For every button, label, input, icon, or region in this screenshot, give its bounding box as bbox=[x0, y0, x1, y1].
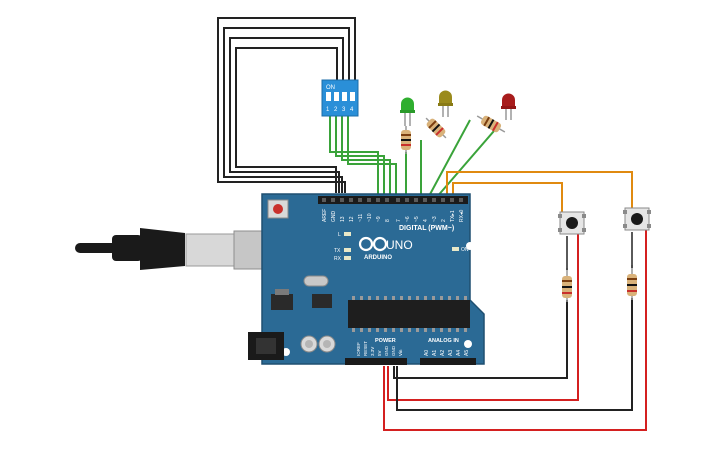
orange-wire-button-1 bbox=[452, 182, 563, 213]
pin-label-3v3: 3.3V bbox=[370, 347, 375, 356]
pin-label-13: 13 bbox=[340, 216, 346, 222]
dip-position-4: 4 bbox=[350, 107, 354, 113]
digital-header-label: DIGITAL (PWM~) bbox=[399, 225, 454, 232]
rx-led bbox=[344, 256, 351, 260]
usb-cable bbox=[75, 228, 291, 270]
pushbutton-2[interactable] bbox=[623, 207, 651, 231]
dip-toggle-1[interactable] bbox=[326, 92, 331, 101]
pin-label-6: ~6 bbox=[405, 216, 411, 222]
usb-chip bbox=[312, 294, 332, 308]
arduino-logo-icon bbox=[358, 236, 388, 252]
reset-button-cap[interactable] bbox=[273, 204, 283, 214]
dip-position-1: 1 bbox=[326, 107, 330, 113]
board-brand-label: ARDUINO bbox=[364, 255, 392, 261]
orange-wires bbox=[446, 171, 633, 213]
pin-label-a5: A5 bbox=[464, 350, 470, 356]
dip-switch[interactable]: ON 1 2 3 4 bbox=[321, 79, 359, 117]
dip-position-2: 2 bbox=[334, 107, 338, 113]
pin-label-gnd-2: GND bbox=[391, 345, 396, 356]
pin-label-4: 4 bbox=[423, 219, 429, 222]
voltage-regulator bbox=[271, 294, 293, 310]
tx-led-label: TX bbox=[334, 248, 341, 254]
l-led-label: L bbox=[338, 232, 341, 238]
black-wire-gnd-resistor-1 bbox=[393, 300, 568, 379]
orange-wire-button-2 bbox=[446, 171, 633, 212]
loop-wire-4 bbox=[235, 47, 338, 193]
pushbutton-1[interactable] bbox=[558, 211, 586, 235]
green-wire-dip-1 bbox=[329, 116, 379, 196]
power-header-label: POWER bbox=[375, 338, 396, 344]
pin-label-5v: 5V bbox=[377, 350, 382, 356]
resistor-button-1[interactable] bbox=[562, 268, 572, 302]
pin-label-7: 7 bbox=[396, 219, 402, 222]
on-led-label: ON bbox=[461, 247, 469, 253]
pin-label-a3: A3 bbox=[448, 350, 454, 356]
power-header bbox=[345, 358, 407, 365]
digital-header bbox=[318, 196, 468, 204]
dip-toggle-4[interactable] bbox=[350, 92, 355, 101]
pin-label-reset: RESET bbox=[363, 341, 368, 356]
loop-wire-3 bbox=[229, 37, 344, 193]
loop-wire-2 bbox=[223, 27, 350, 193]
resistor-led-red[interactable] bbox=[475, 112, 508, 137]
black-wire-gnd-resistor-2 bbox=[396, 298, 633, 411]
pin-label-aref: AREF bbox=[322, 209, 328, 222]
tx-led bbox=[344, 248, 351, 252]
led-green[interactable] bbox=[400, 97, 415, 127]
power-wires bbox=[383, 222, 647, 431]
red-wire-5v-button-1 bbox=[387, 222, 579, 401]
pin-label-12: 12 bbox=[349, 216, 355, 222]
pin-label-1: TX▸1 bbox=[450, 210, 456, 222]
led-yellow[interactable] bbox=[438, 90, 453, 117]
pin-label-11: ~11 bbox=[358, 214, 364, 222]
green-wire-led-yellow-2 bbox=[427, 119, 471, 199]
dip-toggle-2[interactable] bbox=[334, 92, 339, 101]
pin-label-5: ~5 bbox=[414, 216, 420, 222]
pin-label-10: ~10 bbox=[367, 213, 373, 222]
red-wire-5v-button-2 bbox=[383, 222, 647, 431]
analog-header bbox=[420, 358, 476, 365]
pin-label-gnd-1: GND bbox=[384, 345, 389, 356]
green-wires bbox=[329, 116, 501, 199]
pin-label-2: 2 bbox=[441, 219, 447, 222]
microcontroller-chip bbox=[348, 300, 470, 328]
l-led bbox=[344, 232, 351, 236]
dip-on-label: ON bbox=[326, 85, 335, 91]
on-led bbox=[452, 247, 459, 251]
pin-label-3: ~3 bbox=[432, 216, 438, 222]
pin-label-a0: A0 bbox=[424, 350, 430, 356]
rx-led-label: RX bbox=[334, 256, 342, 262]
analog-pin-labels: A0 A1 A2 A3 A4 A5 bbox=[424, 350, 470, 356]
digital-pin-labels: AREF GND 13 12 ~11 ~10 ~9 8 7 ~6 ~5 4 ~3… bbox=[322, 209, 465, 222]
green-wire-dip-2 bbox=[335, 116, 385, 196]
green-wire-led-red bbox=[435, 123, 501, 199]
analog-header-label: ANALOG IN bbox=[428, 338, 459, 344]
board-model-label: UNO bbox=[386, 238, 413, 252]
button-legs bbox=[566, 232, 633, 270]
pin-label-0: RX◂0 bbox=[459, 210, 465, 222]
pin-label-ioref: IOREF bbox=[356, 342, 361, 356]
pin-label-9: ~9 bbox=[376, 216, 382, 222]
pin-label-8: 8 bbox=[385, 219, 391, 222]
dip-position-3: 3 bbox=[342, 107, 346, 113]
pin-label-vin: Vin bbox=[398, 349, 403, 356]
led-red[interactable] bbox=[501, 93, 516, 121]
loop-wire-1 bbox=[217, 17, 356, 193]
crystal-oscillator bbox=[303, 275, 329, 287]
resistor-led-green[interactable] bbox=[401, 126, 411, 154]
pin-label-a1: A1 bbox=[432, 350, 438, 356]
dip-toggle-3[interactable] bbox=[342, 92, 347, 101]
resistor-led-yellow[interactable] bbox=[423, 115, 450, 142]
green-wire-dip-4 bbox=[347, 116, 397, 196]
arduino-board: AREF GND 13 12 ~11 ~10 ~9 8 7 ~6 ~5 4 ~3… bbox=[248, 193, 485, 365]
power-pin-labels: IOREF RESET 3.3V 5V GND GND Vin bbox=[356, 341, 403, 356]
pin-label-gnd: GND bbox=[331, 211, 337, 223]
dip-loop-wires bbox=[217, 17, 356, 193]
pin-label-a4: A4 bbox=[456, 350, 462, 356]
green-wire-dip-3 bbox=[341, 116, 391, 196]
pin-label-a2: A2 bbox=[440, 350, 446, 356]
resistor-button-2[interactable] bbox=[627, 265, 637, 300]
